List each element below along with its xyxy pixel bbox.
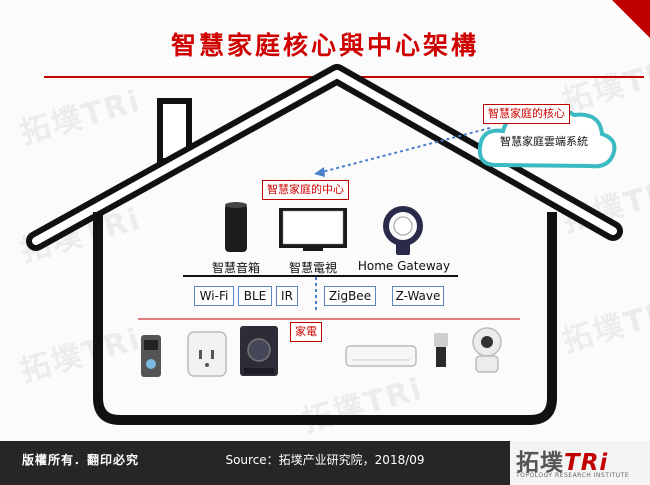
logo-tri: TRi (564, 450, 609, 476)
footer-source: Source：拓墣产业研究院，2018/09 (225, 453, 425, 467)
smart-speaker-icon (225, 202, 247, 252)
protocol-wifi: Wi-Fi (194, 286, 234, 306)
smart-bulb-icon (434, 333, 448, 367)
footer-rights: 版權所有．翻印必究 (22, 453, 140, 467)
protocol-ir: IR (276, 286, 298, 306)
air-conditioner-icon (345, 345, 417, 367)
appliance-label: 家電 (290, 322, 322, 342)
smart-speaker-label: 智慧音箱 (211, 261, 260, 275)
logo-text: 拓墣 (516, 450, 564, 476)
cloud-system-label: 智慧家庭雲端系統 (500, 135, 588, 148)
core-label: 智慧家庭的核心 (483, 104, 570, 124)
corner-accent (612, 0, 650, 38)
ip-camera-icon (472, 327, 502, 373)
logo-subtitle: TOPOLOGY RESEARCH INSTITUTE (516, 472, 630, 479)
page-title: 智慧家庭核心與中心架構 (170, 31, 479, 60)
home-gateway-icon (383, 206, 423, 255)
house-walls (93, 212, 557, 425)
footer-logo-panel (510, 441, 650, 485)
smart-tv-icon (279, 208, 347, 251)
home-gateway-label: Home Gateway (357, 259, 451, 273)
center-label: 智慧家庭的中心 (262, 180, 349, 200)
video-doorbell-icon (141, 335, 161, 377)
protocol-ble: BLE (238, 286, 272, 306)
smart-tv-label: 智慧電視 (288, 261, 337, 275)
arrow-head (314, 167, 325, 177)
house-roof-inner (32, 70, 617, 245)
smart-plug-icon (187, 331, 227, 377)
house-diagram (26, 64, 623, 425)
protocol-zwave: Z-Wave (392, 286, 444, 306)
company-logo: 拓墣TRi (516, 443, 608, 477)
protocol-zigbee: ZigBee (324, 286, 376, 306)
washing-machine-icon (240, 326, 278, 376)
core-to-center-arrow (321, 127, 491, 173)
